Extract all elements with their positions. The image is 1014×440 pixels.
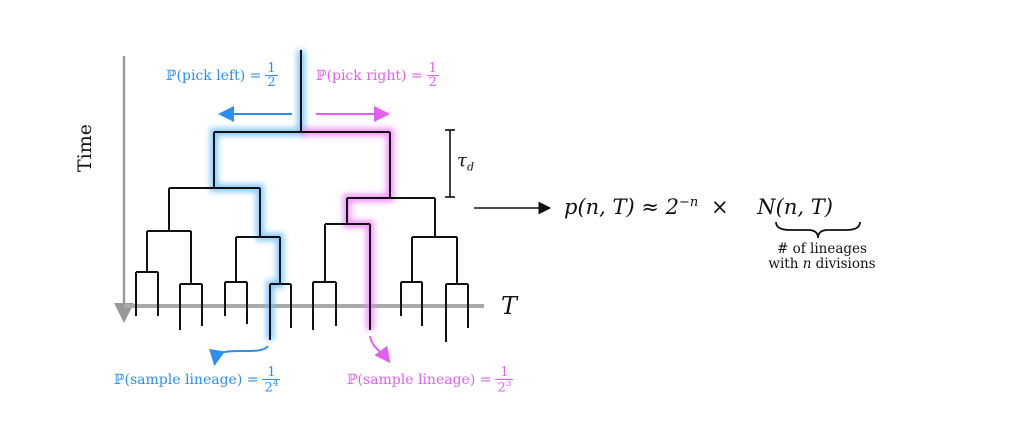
sample-blue-arrow [209,345,269,366]
pick-right-denominator: 2 [426,75,439,90]
pick-right-numerator: 1 [428,61,437,76]
sample-magenta-numerator: 1 [500,365,509,380]
pick-left-denominator: 2 [265,75,278,90]
brace-line-1: # of lineages [777,241,867,257]
t-axis-label: T [501,292,518,320]
time-axis-label: Time [74,123,96,172]
brace-line-2-var: n [802,255,812,272]
formula-left: p(n, T) ≈ 2 [564,195,680,219]
tree [135,50,469,342]
sample-blue-prefix: ℙ(sample lineage) = [114,372,259,389]
magenta-lineage-glow [301,128,394,330]
formula-right: N(n, T) [757,195,833,219]
pick-left-numerator: 1 [267,61,276,76]
sample-blue-den-exp: 4 [272,379,279,389]
formula-exponent: −n [679,195,699,210]
underbrace [775,221,861,239]
tau-bracket [445,129,455,198]
sample-magenta-prefix: ℙ(sample lineage) = [347,372,492,389]
tau-subscript: d [466,160,475,174]
sample-magenta-arrow [369,335,391,364]
sample-blue-numerator: 1 [267,365,276,380]
pick-left-prefix: ℙ(pick left) = [166,67,262,84]
brace-line-2-pre: with [768,255,803,272]
brace-line-2: with n divisions [752,255,892,272]
sample-magenta-den-exp: 3 [505,379,512,389]
brace-annotation: # of lineages with n divisions [752,242,892,272]
formula-times: × [710,195,729,219]
tau-symbol: τ [457,150,467,171]
brace-line-2-post: divisions [811,255,876,272]
blue-lineage-glow [210,50,305,340]
formula: p(n, T) ≈ 2−n × N(n, T) [564,196,833,218]
pick-right-prefix: ℙ(pick right) = [316,67,423,84]
sample-magenta-den-base: 2 [497,380,506,396]
tau-label: τd [457,152,474,173]
sample-blue-den-base: 2 [264,380,273,396]
